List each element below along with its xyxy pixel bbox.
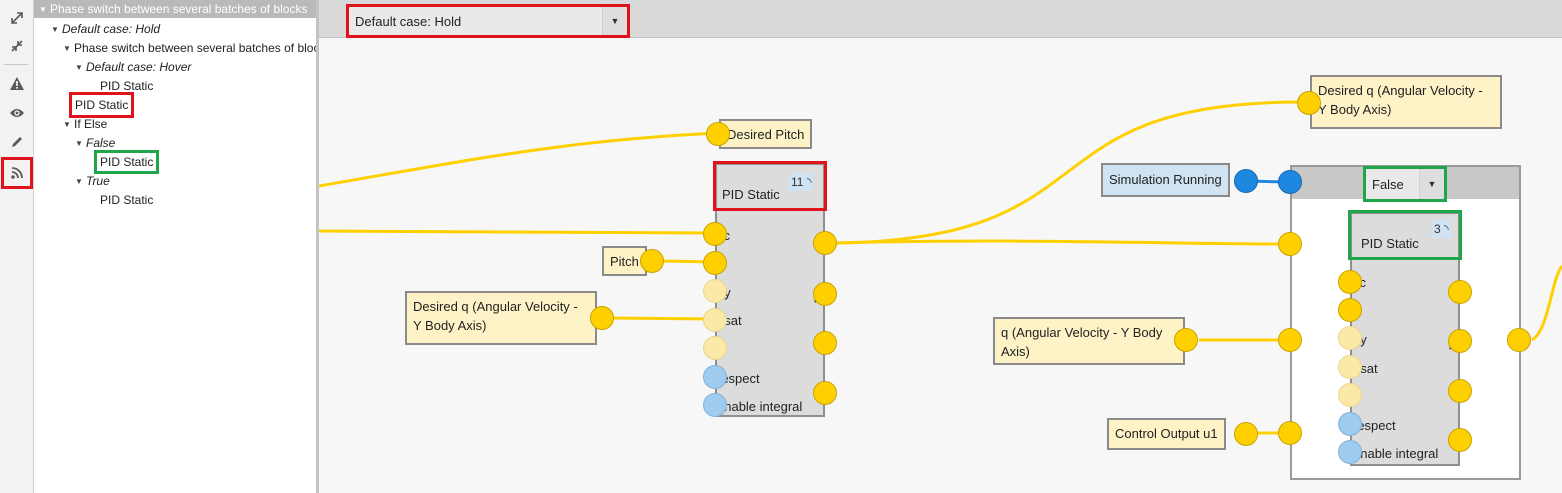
port[interactable] [1278, 170, 1302, 194]
wire [1531, 265, 1562, 342]
caret-down-icon: ▼ [63, 44, 71, 53]
tree-item-if-else[interactable]: ▼If Else [63, 115, 107, 133]
wire [834, 100, 1308, 245]
caret-down-icon: ▼ [75, 177, 83, 186]
rss-icon[interactable] [1, 157, 33, 189]
caret-down-icon: ▼ [51, 25, 59, 34]
port[interactable] [703, 279, 727, 303]
port[interactable] [703, 251, 727, 275]
caret-down-icon: ▼ [75, 63, 83, 72]
tree-item-true[interactable]: ▼True [75, 172, 110, 190]
port[interactable] [1448, 379, 1472, 403]
port[interactable] [1338, 355, 1362, 379]
port[interactable] [1234, 169, 1258, 193]
port[interactable] [1448, 428, 1472, 452]
wire [319, 229, 716, 235]
left-toolbar [0, 0, 34, 493]
tree-item-pid-static-false[interactable]: PID Static [93, 150, 160, 174]
port[interactable] [703, 222, 727, 246]
port[interactable] [1278, 421, 1302, 445]
tree-item-phase-switch[interactable]: ▼Phase switch between several batches of… [63, 39, 316, 57]
tree-header[interactable]: ▼Phase switch between several batches of… [34, 0, 316, 18]
port[interactable] [640, 249, 664, 273]
panel-splitter[interactable] [316, 0, 319, 493]
pid-block-title: PID Static [722, 187, 780, 202]
wire [834, 239, 1287, 246]
wire [608, 316, 716, 321]
port[interactable] [1338, 298, 1362, 322]
label-desired-pitch[interactable]: Desired Pitch [719, 119, 813, 149]
tree-item-default-case-hold[interactable]: ▼Default case: Hold [51, 20, 160, 38]
rss-icon: ◝ [806, 175, 812, 189]
pin-label: enable integral [717, 399, 803, 414]
pid-static-block-false[interactable]: PID Static 3 ◝ yc y dy usat ff respect e… [1348, 210, 1462, 466]
pid-static-block-hold[interactable]: PID Static 11 ◝ yc y dy usat ff respect … [713, 161, 827, 417]
if-else-condition-select[interactable]: False ▼ [1363, 166, 1447, 202]
wire [319, 131, 718, 188]
caret-down-icon: ▼ [63, 120, 71, 129]
expand-icon[interactable] [5, 6, 29, 30]
tree-header-label: Phase switch between several batches of … [50, 2, 308, 16]
tree-item-default-case-hover[interactable]: ▼Default case: Hover [75, 58, 191, 76]
port[interactable] [1338, 440, 1362, 464]
port[interactable] [813, 231, 837, 255]
port[interactable] [1338, 383, 1362, 407]
port[interactable] [706, 122, 730, 146]
tree-item-false[interactable]: ▼False [75, 134, 115, 152]
port[interactable] [703, 393, 727, 417]
tree-item-pid-static-hold[interactable]: PID Static [68, 92, 135, 118]
chevron-down-icon: ▼ [1419, 169, 1444, 199]
label-control-output-u1[interactable]: Control Output u1 [1107, 418, 1226, 450]
port[interactable] [813, 381, 837, 405]
port[interactable] [703, 365, 727, 389]
label-q-angular-velocity[interactable]: q (Angular Velocity - Y Body Axis) [993, 317, 1185, 365]
port[interactable] [1507, 328, 1531, 352]
port[interactable] [1448, 329, 1472, 353]
port[interactable] [1338, 412, 1362, 436]
chevron-down-icon: ▼ [602, 7, 627, 35]
port[interactable] [1278, 328, 1302, 352]
eye-icon[interactable] [5, 101, 29, 125]
port[interactable] [590, 306, 614, 330]
tree-item-pid-static-true[interactable]: PID Static [100, 193, 154, 207]
label-simulation-running[interactable]: Simulation Running [1101, 163, 1230, 197]
port[interactable] [1448, 280, 1472, 304]
port[interactable] [813, 331, 837, 355]
port[interactable] [1174, 328, 1198, 352]
default-case-select[interactable]: Default case: Hold ▼ [346, 4, 630, 38]
pin-label: respect [1353, 418, 1396, 433]
pin-label: enable integral [1353, 446, 1439, 461]
block-tree-panel: ▼ Phase switch between several batches of… [34, 0, 316, 493]
tree-item-pid-static-hover[interactable]: PID Static [100, 79, 154, 93]
port[interactable] [1338, 270, 1362, 294]
diagram-canvas[interactable]: Default case: Hold ▼ Desired Pitch Pitch… [319, 0, 1562, 493]
collapse-icon[interactable] [5, 34, 29, 58]
caret-down-icon: ▼ [75, 139, 83, 148]
port[interactable] [1338, 326, 1362, 350]
pid-block-badge: 11 ◝ [789, 173, 814, 191]
warning-icon[interactable] [5, 71, 29, 95]
label-desired-q-top[interactable]: Desired q (Angular Velocity - Y Body Axi… [1310, 75, 1502, 129]
port[interactable] [1234, 422, 1258, 446]
port[interactable] [703, 336, 727, 360]
port[interactable] [1278, 232, 1302, 256]
pin-label: respect [717, 371, 760, 386]
pid-block-badge: 3 ◝ [1432, 220, 1451, 238]
pencil-icon[interactable] [5, 130, 29, 154]
rss-icon: ◝ [1444, 222, 1449, 236]
pid-block-title: PID Static [1361, 236, 1419, 251]
port[interactable] [703, 308, 727, 332]
port[interactable] [813, 282, 837, 306]
label-desired-q-left[interactable]: Desired q (Angular Velocity - Y Body Axi… [405, 291, 597, 345]
port[interactable] [1297, 91, 1321, 115]
